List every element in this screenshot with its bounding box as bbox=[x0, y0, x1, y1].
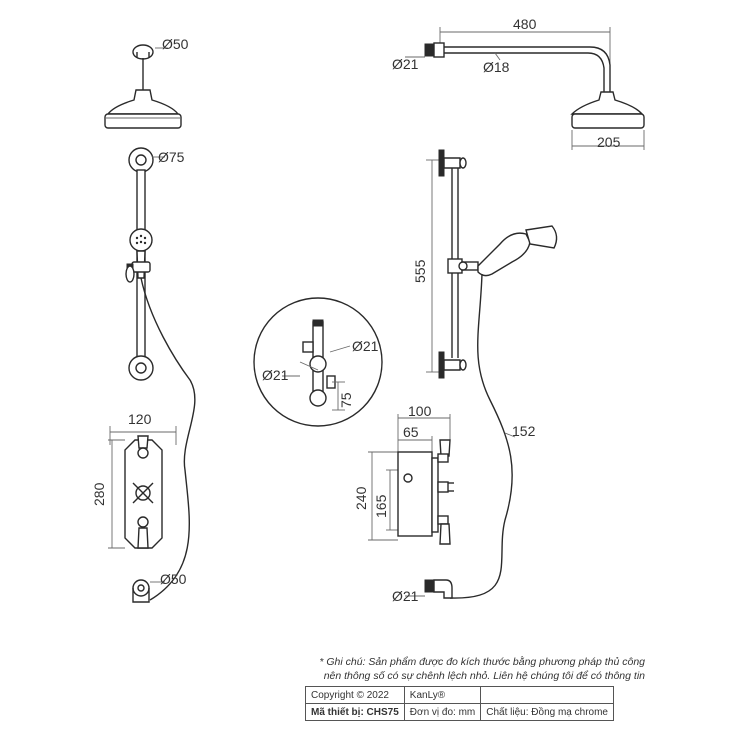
product-info-table: Copyright © 2022 KanLy® Mã thiết bị: CHS… bbox=[305, 686, 614, 721]
dim-valve-side-inner: 165 bbox=[373, 494, 389, 518]
front-slide-rail bbox=[125, 169, 196, 601]
dim-valve-depth-inner: 65 bbox=[403, 424, 419, 440]
dim-head-mount-dia: Ø50 bbox=[162, 36, 189, 52]
dim-rail-length: 555 bbox=[412, 259, 428, 283]
table-row: Mã thiết bị: CHS75 Đơn vị đo: mm Chất li… bbox=[305, 703, 614, 721]
unit-cell: Đơn vị đo: mm bbox=[403, 703, 482, 721]
copyright-cell: Copyright © 2022 bbox=[305, 686, 405, 704]
side-slide-rail bbox=[426, 149, 558, 599]
dim-detail-dia-b: Ø21 bbox=[262, 367, 289, 383]
dim-outlet-inlet-dia: Ø21 bbox=[392, 588, 419, 604]
dim-valve-depth: 100 bbox=[408, 403, 432, 419]
dim-arm-pipe-dia: Ø18 bbox=[483, 59, 510, 75]
note-line-1: * Ghi chú: Sản phẩm được đo kích thước b… bbox=[319, 656, 645, 668]
dim-valve-width: 120 bbox=[128, 411, 152, 427]
dim-hose-length: 152 bbox=[512, 423, 536, 439]
side-valve bbox=[368, 414, 454, 545]
measurement-note: * Ghi chú: Sản phẩm được đo kích thước b… bbox=[300, 655, 645, 683]
dim-detail-spacing: 75 bbox=[338, 392, 354, 408]
dim-valve-side-height: 240 bbox=[353, 486, 369, 510]
front-bracket-top bbox=[128, 147, 165, 173]
front-valve bbox=[108, 426, 177, 549]
table-row: Copyright © 2022 KanLy® bbox=[305, 686, 614, 704]
dim-arm-length: 480 bbox=[513, 16, 537, 32]
side-shower-arm bbox=[405, 27, 645, 150]
brand-cell: KanLy® bbox=[403, 686, 482, 704]
empty-cell bbox=[480, 686, 614, 704]
dim-detail-dia-a: Ø21 bbox=[352, 338, 379, 354]
note-line-2: nên thông số có sự chênh lệch nhỏ. Liên … bbox=[323, 670, 645, 682]
dim-bracket-dia: Ø75 bbox=[158, 149, 185, 165]
dim-wall-outlet-dia: Ø50 bbox=[160, 571, 187, 587]
front-bracket-bottom bbox=[128, 355, 154, 381]
dim-head-dia: 205 bbox=[597, 134, 621, 150]
front-shower-head bbox=[104, 44, 182, 129]
material-cell: Chất liệu: Đồng mạ chrome bbox=[480, 703, 614, 721]
model-cell: Mã thiết bị: CHS75 bbox=[305, 703, 405, 721]
dim-arm-inlet-dia: Ø21 bbox=[392, 56, 419, 72]
front-wall-outlet bbox=[132, 579, 165, 603]
dim-valve-height: 280 bbox=[91, 482, 107, 506]
side-wall-outlet bbox=[405, 579, 453, 599]
detail-magnifier bbox=[253, 297, 383, 427]
